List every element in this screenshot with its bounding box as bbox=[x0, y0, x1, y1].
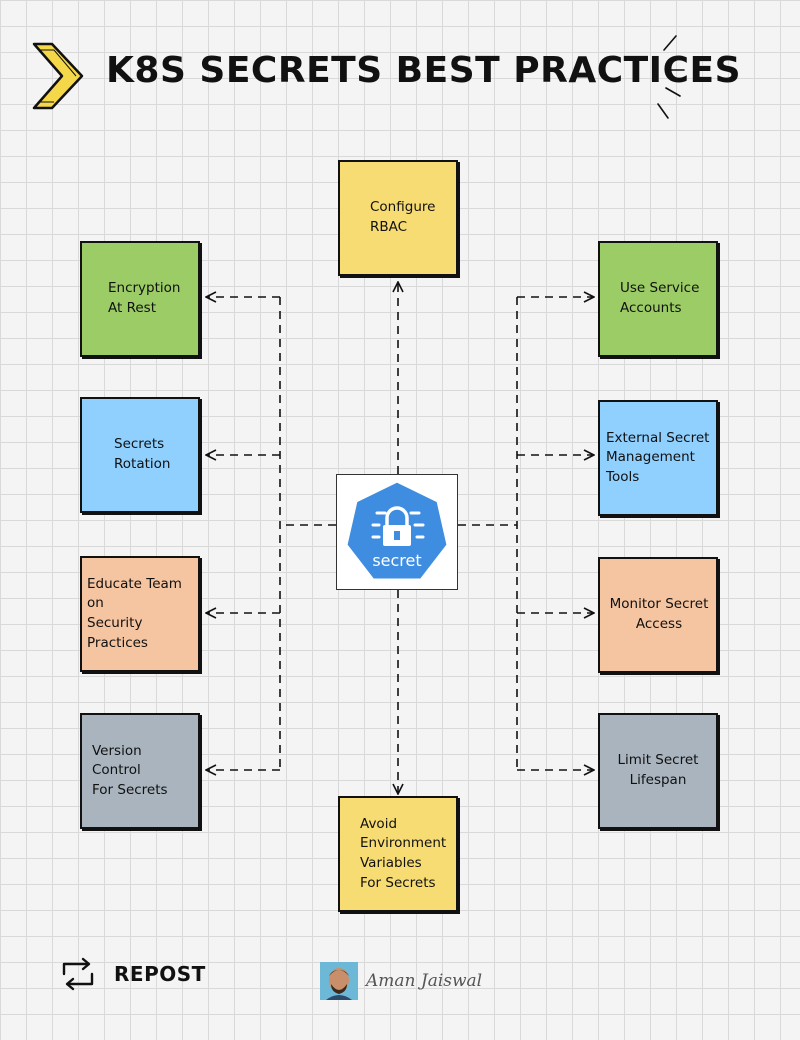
repost-icon bbox=[62, 957, 94, 991]
chevron-right-icon bbox=[32, 42, 84, 110]
avatar bbox=[320, 962, 358, 1000]
node-limit-secret-lifespan: Limit Secret Lifespan bbox=[598, 713, 718, 829]
lock-icon bbox=[383, 506, 411, 546]
sparkle-icon bbox=[657, 35, 685, 119]
node-encryption-at-rest: Encryption At Rest bbox=[80, 241, 200, 357]
node-monitor-secret-access: Monitor Secret Access bbox=[598, 557, 718, 673]
node-version-control: Version Control For Secrets bbox=[80, 713, 200, 829]
node-external-secret-tools: External Secret Management Tools bbox=[598, 400, 718, 516]
node-educate-team: Educate Team on Security Practices bbox=[80, 556, 200, 672]
author-name: Aman Jaiswal bbox=[366, 971, 483, 991]
node-secrets-rotation: Secrets Rotation bbox=[80, 397, 200, 513]
k8s-secret-node: secret bbox=[336, 474, 458, 590]
node-configure-rbac: Configure RBAC bbox=[338, 160, 458, 276]
author-credit: Aman Jaiswal bbox=[320, 962, 482, 1000]
page-title: K8S SECRETS BEST PRACTICES bbox=[106, 50, 742, 91]
node-use-service-accounts: Use Service Accounts bbox=[598, 241, 718, 357]
repost-button[interactable]: REPOST bbox=[58, 954, 206, 994]
secret-label: secret bbox=[372, 551, 422, 570]
repost-label: REPOST bbox=[114, 962, 206, 986]
k8s-secret-icon bbox=[344, 479, 450, 582]
node-avoid-env-vars: Avoid Environment Variables For Secrets bbox=[338, 796, 458, 912]
